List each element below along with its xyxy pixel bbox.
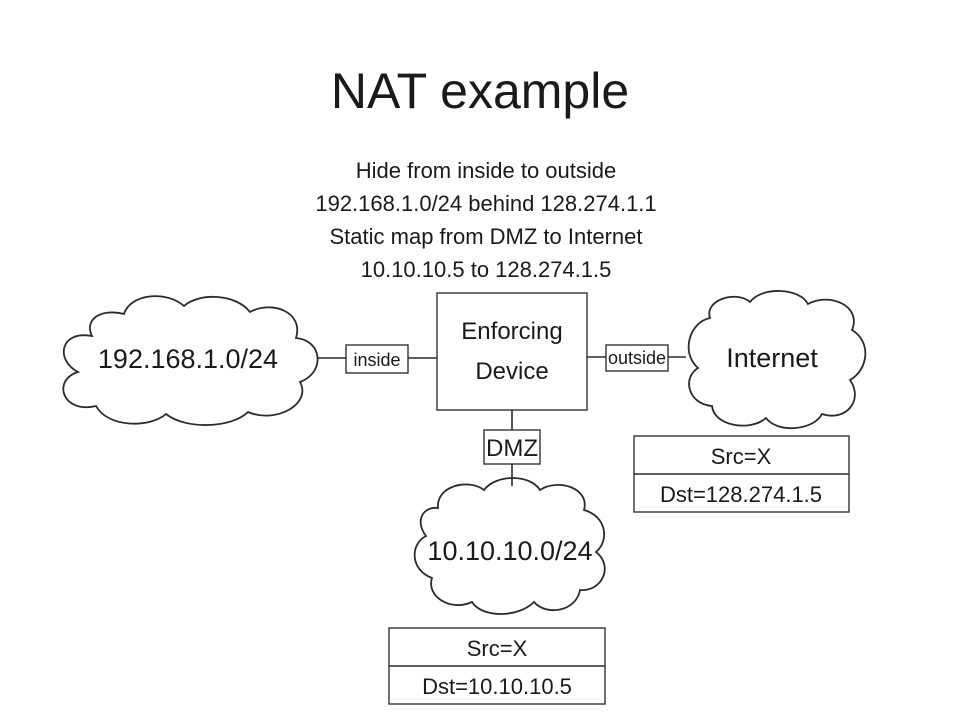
internet-packet: Src=X Dst=128.274.1.5 — [633, 435, 850, 513]
note-line-4: 10.10.10.5 to 128.274.1.5 — [361, 257, 612, 282]
outside-link: outside — [587, 344, 686, 372]
inside-link: inside — [318, 344, 437, 374]
nat-rules-note: Hide from inside to outside 192.168.1.0/… — [315, 158, 656, 282]
inside-network-cloud: 192.168.1.0/24 — [62, 295, 319, 426]
note-line-1: Hide from inside to outside — [356, 158, 616, 183]
dmz-interface-label: DMZ — [486, 435, 538, 462]
inside-cloud-shape — [62, 295, 319, 426]
outside-interface-label: outside — [608, 348, 666, 368]
device-box — [436, 292, 588, 411]
device-label-line-1: Enforcing — [461, 318, 562, 345]
dmz-cloud-shape — [413, 477, 606, 615]
note-line-3: Static map from DMZ to Internet — [330, 224, 643, 249]
internet-packet-dst: Dst=128.274.1.5 — [660, 482, 822, 507]
device-label-line-2: Device — [475, 358, 548, 385]
dmz-link: DMZ — [483, 410, 541, 486]
inside-interface-box — [345, 344, 409, 374]
slide-title: NAT example — [331, 63, 629, 119]
internet-cloud: Internet — [687, 290, 867, 430]
dmz-packet: Src=X Dst=10.10.10.5 — [388, 627, 606, 705]
enforcing-device: Enforcing Device — [436, 292, 588, 411]
note-line-2: 192.168.1.0/24 behind 128.274.1.1 — [315, 191, 656, 216]
inside-interface-label: inside — [353, 350, 400, 370]
inside-network-label: 192.168.1.0/24 — [98, 344, 278, 374]
dmz-packet-dst: Dst=10.10.10.5 — [422, 674, 572, 699]
internet-packet-src: Src=X — [711, 444, 772, 469]
dmz-packet-src: Src=X — [467, 636, 528, 661]
dmz-network-label: 10.10.10.0/24 — [427, 536, 592, 566]
internet-cloud-shape — [687, 290, 867, 430]
dmz-interface-box — [483, 429, 541, 465]
outside-interface-box — [605, 344, 669, 372]
internet-label: Internet — [726, 343, 818, 373]
dmz-network-cloud: 10.10.10.0/24 — [413, 477, 606, 615]
